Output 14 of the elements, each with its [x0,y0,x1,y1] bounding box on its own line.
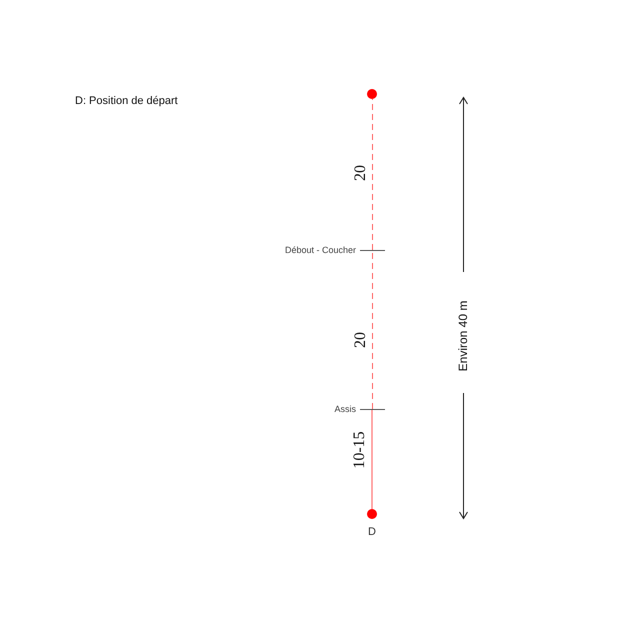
position-label: Assis [334,404,356,415]
position-label: Débout - Coucher [284,245,356,256]
position-dot [367,89,377,99]
dimension-label: Environ 40 m [456,300,470,372]
dashed-line [372,250,373,410]
distance-label: 20 [352,332,368,348]
tick-mark [360,250,385,251]
distance-label: 10-15 [352,431,368,469]
distance-label: 20 [352,165,368,181]
note-text: D: Position de départ [75,95,178,108]
dashed-line [372,98,373,250]
position-dot [367,509,377,519]
tick-mark [360,409,385,410]
point-label: D [368,526,376,539]
